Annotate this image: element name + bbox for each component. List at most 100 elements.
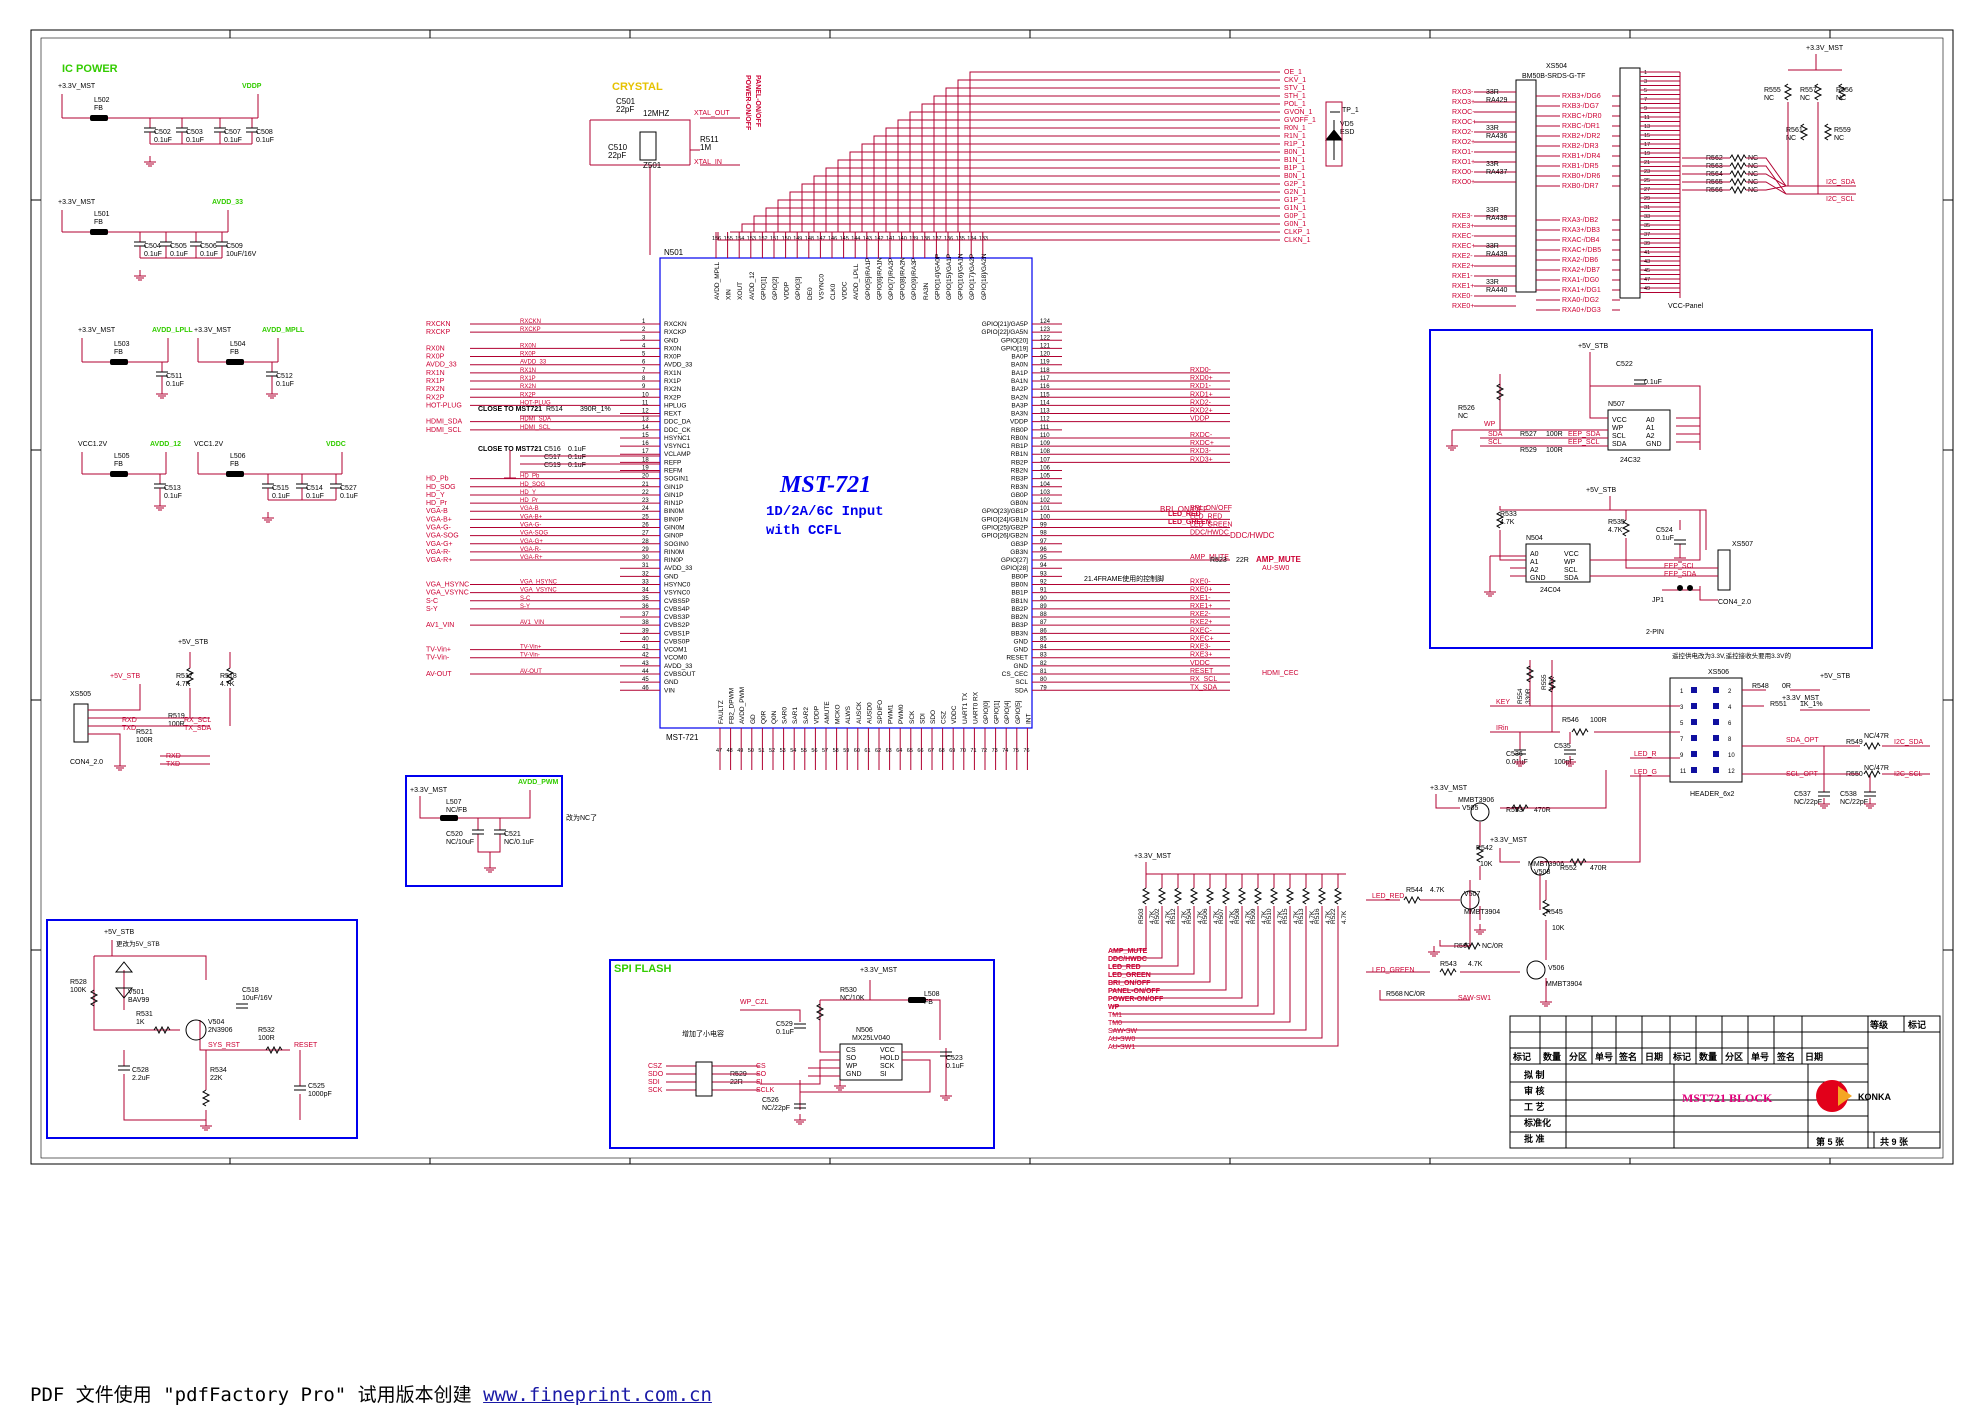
net-label: BRI_ON/OFF — [1190, 505, 1232, 512]
reset-box — [46, 919, 358, 1139]
hdmi-cec-out: HDMI_CEC — [1262, 670, 1299, 677]
header-pin-number: 6 — [1728, 721, 1732, 727]
panel-header-pin: 3 — [1644, 79, 1647, 85]
title-mark: 标记 — [1907, 1019, 1926, 1030]
net-label-inline: S-C — [520, 596, 531, 602]
eeprom-pin-right: GND — [1646, 441, 1662, 448]
pin-name: GPIO[21]/GA5P — [982, 321, 1028, 328]
resistor-symbol — [1511, 803, 1529, 813]
footer-link[interactable]: www.fineprint.com.cn — [483, 1384, 712, 1406]
lvds-net-left: RXO1+ — [1452, 159, 1475, 166]
resistor-symbol — [1189, 887, 1199, 905]
i2c-res-val: NC — [1836, 95, 1846, 102]
r532-val: 100R — [258, 1035, 275, 1042]
pin-number: 37 — [642, 612, 649, 618]
chip-bottom-label: MST-721 — [666, 733, 699, 742]
pullup-ref: R506 — [1202, 908, 1209, 924]
c523-ref: C523 — [946, 1055, 963, 1062]
pin-number: 46 — [642, 685, 649, 691]
cap-val: 0.1uF — [166, 381, 184, 388]
pin-name: SDA — [1015, 687, 1029, 694]
resistor-symbol — [1141, 887, 1151, 905]
panel-net-label: OE_1 — [1284, 69, 1302, 76]
header-pin-number: 5 — [1680, 721, 1684, 727]
lvds-net-left: RXO2+ — [1452, 139, 1475, 146]
ferrite-bead — [90, 115, 108, 121]
pin-number: 16 — [642, 441, 649, 447]
wire — [1112, 906, 1275, 1015]
cap-val: 0.1uF — [272, 493, 290, 500]
header-pin-number: 3 — [1680, 705, 1684, 711]
capacitor-symbol — [294, 1085, 306, 1091]
wire — [1788, 54, 1842, 71]
ground-symbol — [134, 270, 146, 281]
capacitor-symbol — [472, 829, 484, 835]
pullup-val: 4.7K — [1293, 910, 1300, 924]
r532-ref: R532 — [258, 1027, 275, 1034]
resistor-symbol — [89, 989, 99, 1007]
n506-ref: N506 — [856, 1027, 873, 1034]
lvds-net-left: RXO3+ — [1452, 99, 1475, 106]
resistor-symbol — [1729, 185, 1747, 195]
ground-symbol — [156, 388, 168, 399]
kbd-led-r: LED_R — [1634, 751, 1657, 758]
net-label-inline: RX0P — [520, 352, 536, 358]
pin-number: 42 — [642, 653, 649, 659]
lvds-net-left: RXE1- — [1452, 273, 1473, 280]
ferrite-bead — [110, 471, 128, 477]
eeprom-pin-left: SCL — [1612, 433, 1626, 440]
r555-kbd-ref: R555 — [1541, 674, 1548, 690]
pin-number: 105 — [1040, 474, 1051, 480]
title-header-cell: 签名 — [1618, 1051, 1637, 1062]
pin-name: RB0N — [1011, 435, 1029, 442]
close-to-mst-1: CLOSE TO MST721 — [478, 406, 542, 413]
pin-number: 33 — [642, 579, 649, 585]
pin-name: BIN0P — [664, 516, 683, 523]
pin-name: BB1N — [1011, 598, 1028, 605]
resistor-symbol — [1525, 665, 1535, 683]
panel-net-wire — [789, 191, 1280, 232]
pin-number: 79 — [1040, 685, 1047, 691]
kbd-led-g: LED_G — [1634, 769, 1657, 776]
panel-net-wire — [921, 103, 1280, 232]
pin-number: 135 — [956, 236, 965, 242]
eeprom-sda-in: SDA — [1488, 431, 1503, 438]
cap-val: 0.1uF — [144, 251, 162, 258]
pin-number: 106 — [1040, 466, 1051, 472]
pin-number: 6 — [642, 360, 646, 366]
capacitor-symbol — [1818, 791, 1830, 797]
pin-number: 39 — [642, 628, 649, 634]
r514-ref: R514 — [546, 406, 563, 413]
net-label: LED_GREEN — [1190, 522, 1232, 529]
ground-symbol — [484, 862, 496, 873]
panel-header-pin: 1 — [1644, 70, 1647, 76]
r531-val: 1K — [136, 1019, 145, 1026]
pin-number: 59 — [843, 748, 849, 754]
header-pin-number: 7 — [1680, 737, 1684, 743]
panel-net-label: G0N_1 — [1284, 221, 1306, 228]
kbd-rail-2: +5V_STB — [1820, 673, 1850, 680]
pin-number: 87 — [1040, 620, 1047, 626]
net-label: RXD1+ — [1190, 391, 1213, 398]
pin-name: RXCKP — [664, 329, 686, 336]
crystal-block — [589, 117, 740, 255]
c518-val: 10uF/16V — [242, 995, 273, 1002]
spi-pin-right: VCC — [880, 1047, 895, 1054]
resistor-pack-ref: RA436 — [1486, 133, 1508, 140]
eeprom2-pin-right: WP — [1564, 559, 1576, 566]
